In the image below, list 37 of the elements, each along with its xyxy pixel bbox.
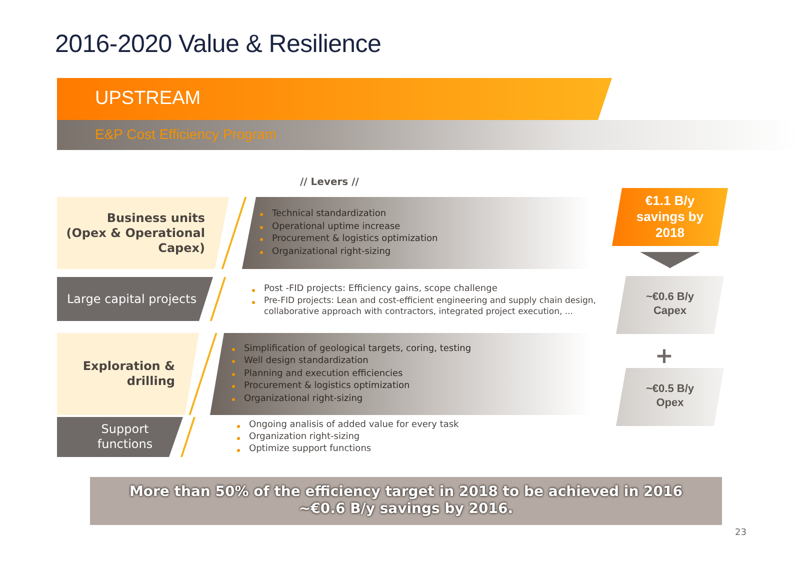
- box-text: €1.1 B/y savings by 2018: [636, 192, 704, 242]
- box-text: E&P Cost Efficiency Program: [95, 126, 277, 144]
- slide-title: 2016-2020 Value & Resilience: [55, 30, 382, 59]
- box-text: ~€0.6 B/y savings by 2016.: [298, 501, 514, 518]
- lever-item: Planning and execution efficiencies: [230, 368, 592, 380]
- down-arrow: [640, 252, 700, 268]
- page-number: 23: [735, 528, 748, 540]
- category-box: [57, 277, 225, 321]
- box-text: UPSTREAM: [95, 87, 201, 111]
- savings-target-box: [612, 188, 728, 246]
- lever-item: Ongoing analisis of added value for every task: [235, 420, 575, 432]
- lever-item: Organization right-sizing: [235, 432, 575, 444]
- box-text: Support functions: [96, 422, 154, 452]
- lever-item: Well design standardization: [230, 355, 592, 368]
- lever-item: Operational uptime increase: [258, 220, 592, 233]
- lever-item: Procurement & logistics optimization: [258, 233, 592, 246]
- lever-item: Technical standardization: [258, 208, 592, 220]
- savings-box: [616, 276, 724, 334]
- box-text: Business units (Opex & Operational Capex): [65, 210, 205, 256]
- lever-item: Simplification of geological targets, coring, testing: [230, 342, 592, 356]
- lever-item: Organizational right-sizing: [230, 392, 592, 406]
- box-text: Exploration & drilling: [82, 359, 175, 389]
- lever-item: Pre-FID projects: Lean and cost-efficient engineering and supply chain design, collaborative approach with contractors, integrated project execution, ...: [250, 296, 615, 318]
- box-text: Large capital projects: [67, 292, 197, 306]
- lever-item: Organizational right-sizing: [258, 246, 592, 258]
- lever-item: Optimize support functions: [235, 444, 575, 456]
- summary-banner: [90, 477, 722, 525]
- section-banner: [57, 78, 612, 120]
- column-heading: // Levers //: [300, 176, 360, 189]
- box-text: ~€0.5 B/y Opex: [644, 383, 695, 411]
- lever-item: Post -FID projects: Efficiency gains, scope challenge: [250, 284, 590, 296]
- plus-sign: +: [655, 343, 674, 371]
- lever-item: Procurement & logistics optimization: [230, 380, 592, 393]
- category-box: [57, 417, 195, 457]
- box-text: More than 50% of the efficiency target in 2018 to be achieved in 2016: [129, 484, 683, 501]
- savings-box: [616, 368, 724, 426]
- box-text: ~€0.6 B/y Capex: [644, 291, 695, 319]
